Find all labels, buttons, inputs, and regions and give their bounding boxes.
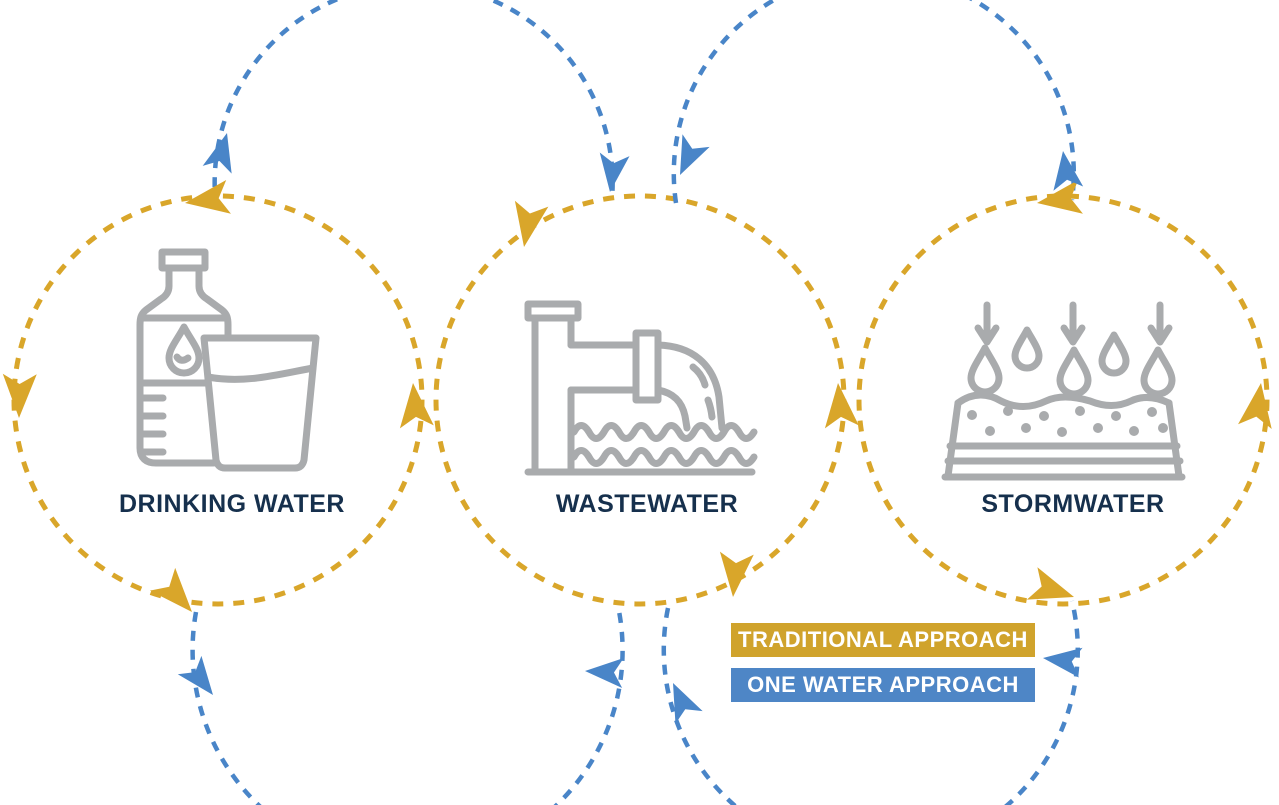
traditional-arrow — [719, 551, 754, 597]
arc-bottom-left — [190, 605, 625, 805]
stormwater-circle — [856, 193, 1270, 607]
traditional-arrow — [514, 200, 549, 247]
legend-traditional-approach: TRADITIONAL APPROACH — [731, 623, 1035, 657]
one-water-arrow — [599, 152, 630, 192]
one-water-arrow — [1043, 647, 1083, 678]
drinking-water-label: DRINKING WATER — [119, 490, 345, 518]
traditional-arrow — [1238, 383, 1272, 429]
one-water-arrow — [177, 655, 213, 695]
rain-infiltration-icon — [941, 301, 1186, 481]
arc-top-left — [212, 0, 615, 207]
legend: TRADITIONAL APPROACH ONE WATER APPROACH — [731, 623, 1035, 713]
one-water-flow-arrows — [177, 133, 1084, 724]
traditional-arrow — [824, 383, 859, 429]
wastewater-label: WASTEWATER — [555, 490, 739, 518]
arc-top-right — [671, 0, 1077, 204]
legend-one-water-approach: ONE WATER APPROACH — [731, 668, 1035, 702]
traditional-arrow — [1037, 180, 1083, 214]
one-water-arrow — [1053, 151, 1084, 191]
one-water-arrow — [585, 658, 624, 688]
stormwater-label: STORMWATER — [981, 490, 1165, 518]
traditional-arrow — [399, 383, 434, 429]
traditional-arrow — [185, 180, 231, 214]
traditional-arrow — [2, 373, 37, 418]
soil-dots — [967, 406, 1168, 437]
traditional-arrow — [149, 567, 192, 612]
one-water-arrow — [202, 133, 232, 174]
traditional-flow-arrows — [2, 180, 1272, 612]
bottle-and-glass-icon — [136, 248, 320, 472]
one-water-arrow — [673, 683, 703, 724]
discharge-pipe-icon — [524, 300, 758, 476]
traditional-arrow — [1026, 567, 1074, 600]
one-water-arrow — [680, 134, 710, 175]
